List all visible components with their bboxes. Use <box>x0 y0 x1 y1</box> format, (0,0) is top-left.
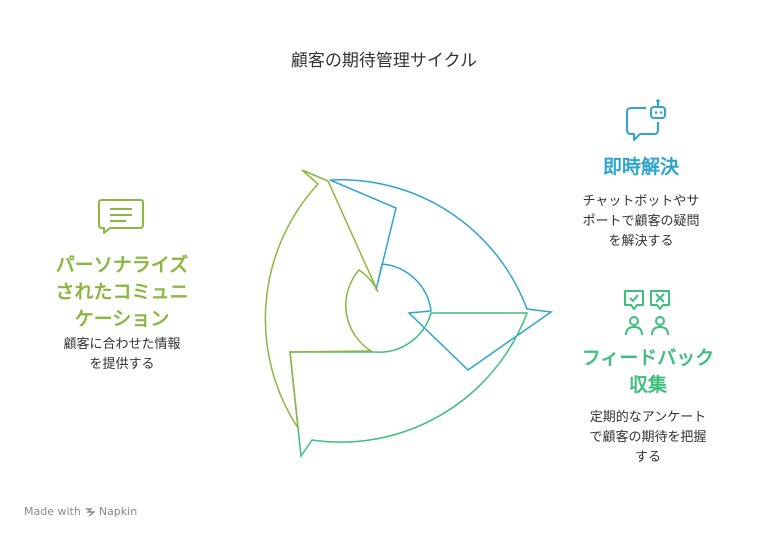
chatbot-icon <box>624 98 668 144</box>
instant-resolution-description: チャットボットやサ ポートで顧客の疑問 を解決する <box>582 194 700 249</box>
made-with-label: Made with <box>24 505 81 518</box>
teal-cycle-arrow <box>289 312 529 459</box>
green-cycle-arrow <box>264 169 379 429</box>
personalized-description: 顧客に合わせた情報 を提供する <box>63 337 181 372</box>
napkin-brand-label: Napkin <box>98 505 138 518</box>
message-icon <box>96 198 146 234</box>
instant-resolution-heading: 即時解決 <box>602 156 679 178</box>
feedback-description: 定期的なアンケート で顧客の期待を把握 する <box>589 410 707 465</box>
personalized-heading: パーソナライズ されたコミュニ ケーション <box>55 254 189 330</box>
blue-cycle-arrow <box>329 178 554 371</box>
diagram-title: 顧客の期待管理サイクル <box>290 51 478 71</box>
feedback-heading: フィードバック 収集 <box>581 347 715 396</box>
napkin-logo-icon <box>85 507 95 517</box>
feedback-icon <box>622 288 674 338</box>
footer: Made with Napkin <box>24 505 137 518</box>
